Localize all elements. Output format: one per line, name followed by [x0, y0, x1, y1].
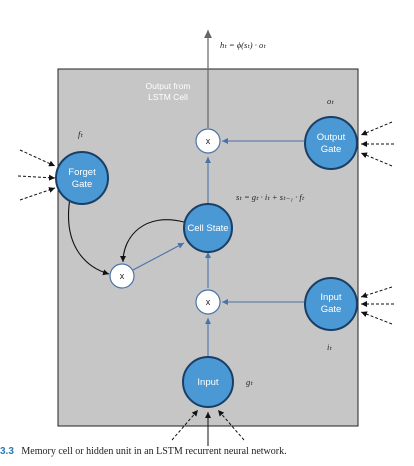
- internal-edges: [132, 138, 304, 356]
- output-gate-var: oₜ: [327, 96, 334, 106]
- cell-state-label: Cell State: [187, 223, 228, 234]
- multiplier-top-symbol: x: [206, 136, 211, 146]
- forget-gate-inputs: [17, 149, 56, 201]
- node-input-gate: Input Gate: [304, 277, 358, 331]
- forget-gate-label-2: Gate: [72, 179, 93, 190]
- input-label: Input: [197, 377, 218, 388]
- output-gate-inputs: [360, 121, 394, 167]
- figure-number: 3.3: [0, 446, 14, 457]
- multiplier-lower-symbol: x: [206, 297, 211, 307]
- figure-caption: 3.3 Memory cell or hidden unit in an LST…: [0, 446, 414, 457]
- multiplier-left: x: [109, 263, 135, 289]
- input-gate-inputs: [360, 286, 394, 325]
- node-input: Input: [182, 356, 234, 408]
- edge-cell-state-self-loop: [120, 219, 185, 263]
- figure-caption-text: Memory cell or hidden unit in an LSTM re…: [21, 446, 287, 457]
- node-output-gate: Output Gate: [304, 116, 358, 170]
- lstm-cell-svg: Forget Gate fₜ Output Gate oₜ Input Gate…: [17, 30, 394, 446]
- output-gate-label-1: Output: [317, 132, 346, 143]
- output-equation: hₜ = ϕ(sₜ) · oₜ: [220, 40, 266, 50]
- forget-gate-label-1: Forget: [68, 167, 96, 178]
- recurrent-edges: [68, 197, 185, 276]
- input-gate-label-1: Input: [320, 292, 341, 303]
- multiplier-left-symbol: x: [120, 271, 125, 281]
- edge-forget-gate-to-left-multiplier: [68, 197, 110, 276]
- edge-left-multiplier-to-cell-state: [132, 242, 185, 271]
- output-caption-line-1: Output from: [146, 81, 191, 91]
- input-gate-var: iₜ: [327, 342, 332, 352]
- multiplier-top: x: [195, 128, 221, 154]
- output-gate-label-2: Gate: [321, 144, 342, 155]
- input-gate-label-2: Gate: [321, 304, 342, 315]
- output-caption-line-2: LSTM Cell: [148, 92, 188, 102]
- input-node-inputs: [171, 409, 245, 446]
- node-forget-gate: Forget Gate: [55, 151, 109, 205]
- forget-gate-var: fₜ: [78, 129, 83, 139]
- multiplier-lower: x: [195, 289, 221, 315]
- node-cell-state: Cell State: [183, 203, 233, 253]
- input-var: gₜ: [246, 377, 253, 387]
- cell-state-equation: sₜ = gₜ · iₜ + sₜ₋₁ · fₜ: [236, 192, 305, 202]
